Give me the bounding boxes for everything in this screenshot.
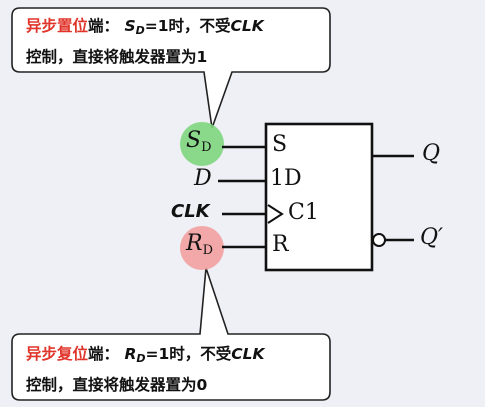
- clock-triangle-icon: [267, 204, 284, 224]
- set-callout-suffix: 端：: [88, 17, 120, 35]
- reset-highlight-circle: [180, 226, 224, 270]
- set-callout-text: 异步置位端： SD=1时，不受CLK 控制，直接将触发器置为1: [26, 13, 264, 70]
- reset-callout-line2: 控制，直接将触发器置为0: [26, 376, 208, 394]
- reset-callout-line1: 异步复位端： RD=1时，不受CLK: [26, 341, 265, 372]
- reset-callout-title: 异步复位: [26, 345, 89, 363]
- set-callout-bubble: [11, 7, 331, 129]
- reset-callout-signal-sub: D: [136, 352, 146, 365]
- box-pin-r: R: [272, 232, 289, 257]
- q-not-output-label: Q′: [420, 225, 444, 250]
- set-callout-line1: 异步置位端： SD=1时，不受CLK: [26, 13, 264, 44]
- set-callout-signal-sub: D: [135, 24, 145, 37]
- reset-callout-bubble: [11, 267, 331, 401]
- q-output-label: Q: [422, 141, 441, 166]
- set-callout-title: 异步置位: [26, 17, 89, 35]
- box-pin-s: S: [272, 132, 288, 157]
- rd-input-label: RD: [186, 231, 213, 258]
- box-pin-1d: 1D: [270, 166, 302, 191]
- sd-input-label: SD: [186, 128, 212, 155]
- set-callout-line2: 控制，直接将触发器置为1: [26, 48, 208, 66]
- set-callout-clk: CLK: [230, 17, 264, 35]
- reset-callout-condition: =1时，不受: [145, 345, 232, 363]
- reset-callout-clk: CLK: [231, 345, 265, 363]
- box-pin-c1: C1: [288, 200, 319, 225]
- reset-callout-signal: R: [124, 345, 137, 363]
- inversion-bubble-icon: [372, 233, 386, 247]
- clk-input-label: CLK: [171, 201, 210, 222]
- flip-flop-box: [264, 122, 374, 272]
- sd-sub-text: D: [201, 140, 212, 155]
- sd-main-text: S: [186, 128, 202, 153]
- set-callout-condition: =1时，不受: [144, 17, 231, 35]
- reset-callout-suffix: 端：: [88, 345, 120, 363]
- rd-sub-text: D: [202, 243, 214, 258]
- reset-callout-text: 异步复位端： RD=1时，不受CLK 控制，直接将触发器置为0: [26, 341, 265, 398]
- set-callout-signal: S: [124, 17, 136, 35]
- d-input-label: D: [194, 166, 212, 191]
- rd-main-text: R: [186, 231, 203, 256]
- set-highlight-circle: [180, 122, 224, 166]
